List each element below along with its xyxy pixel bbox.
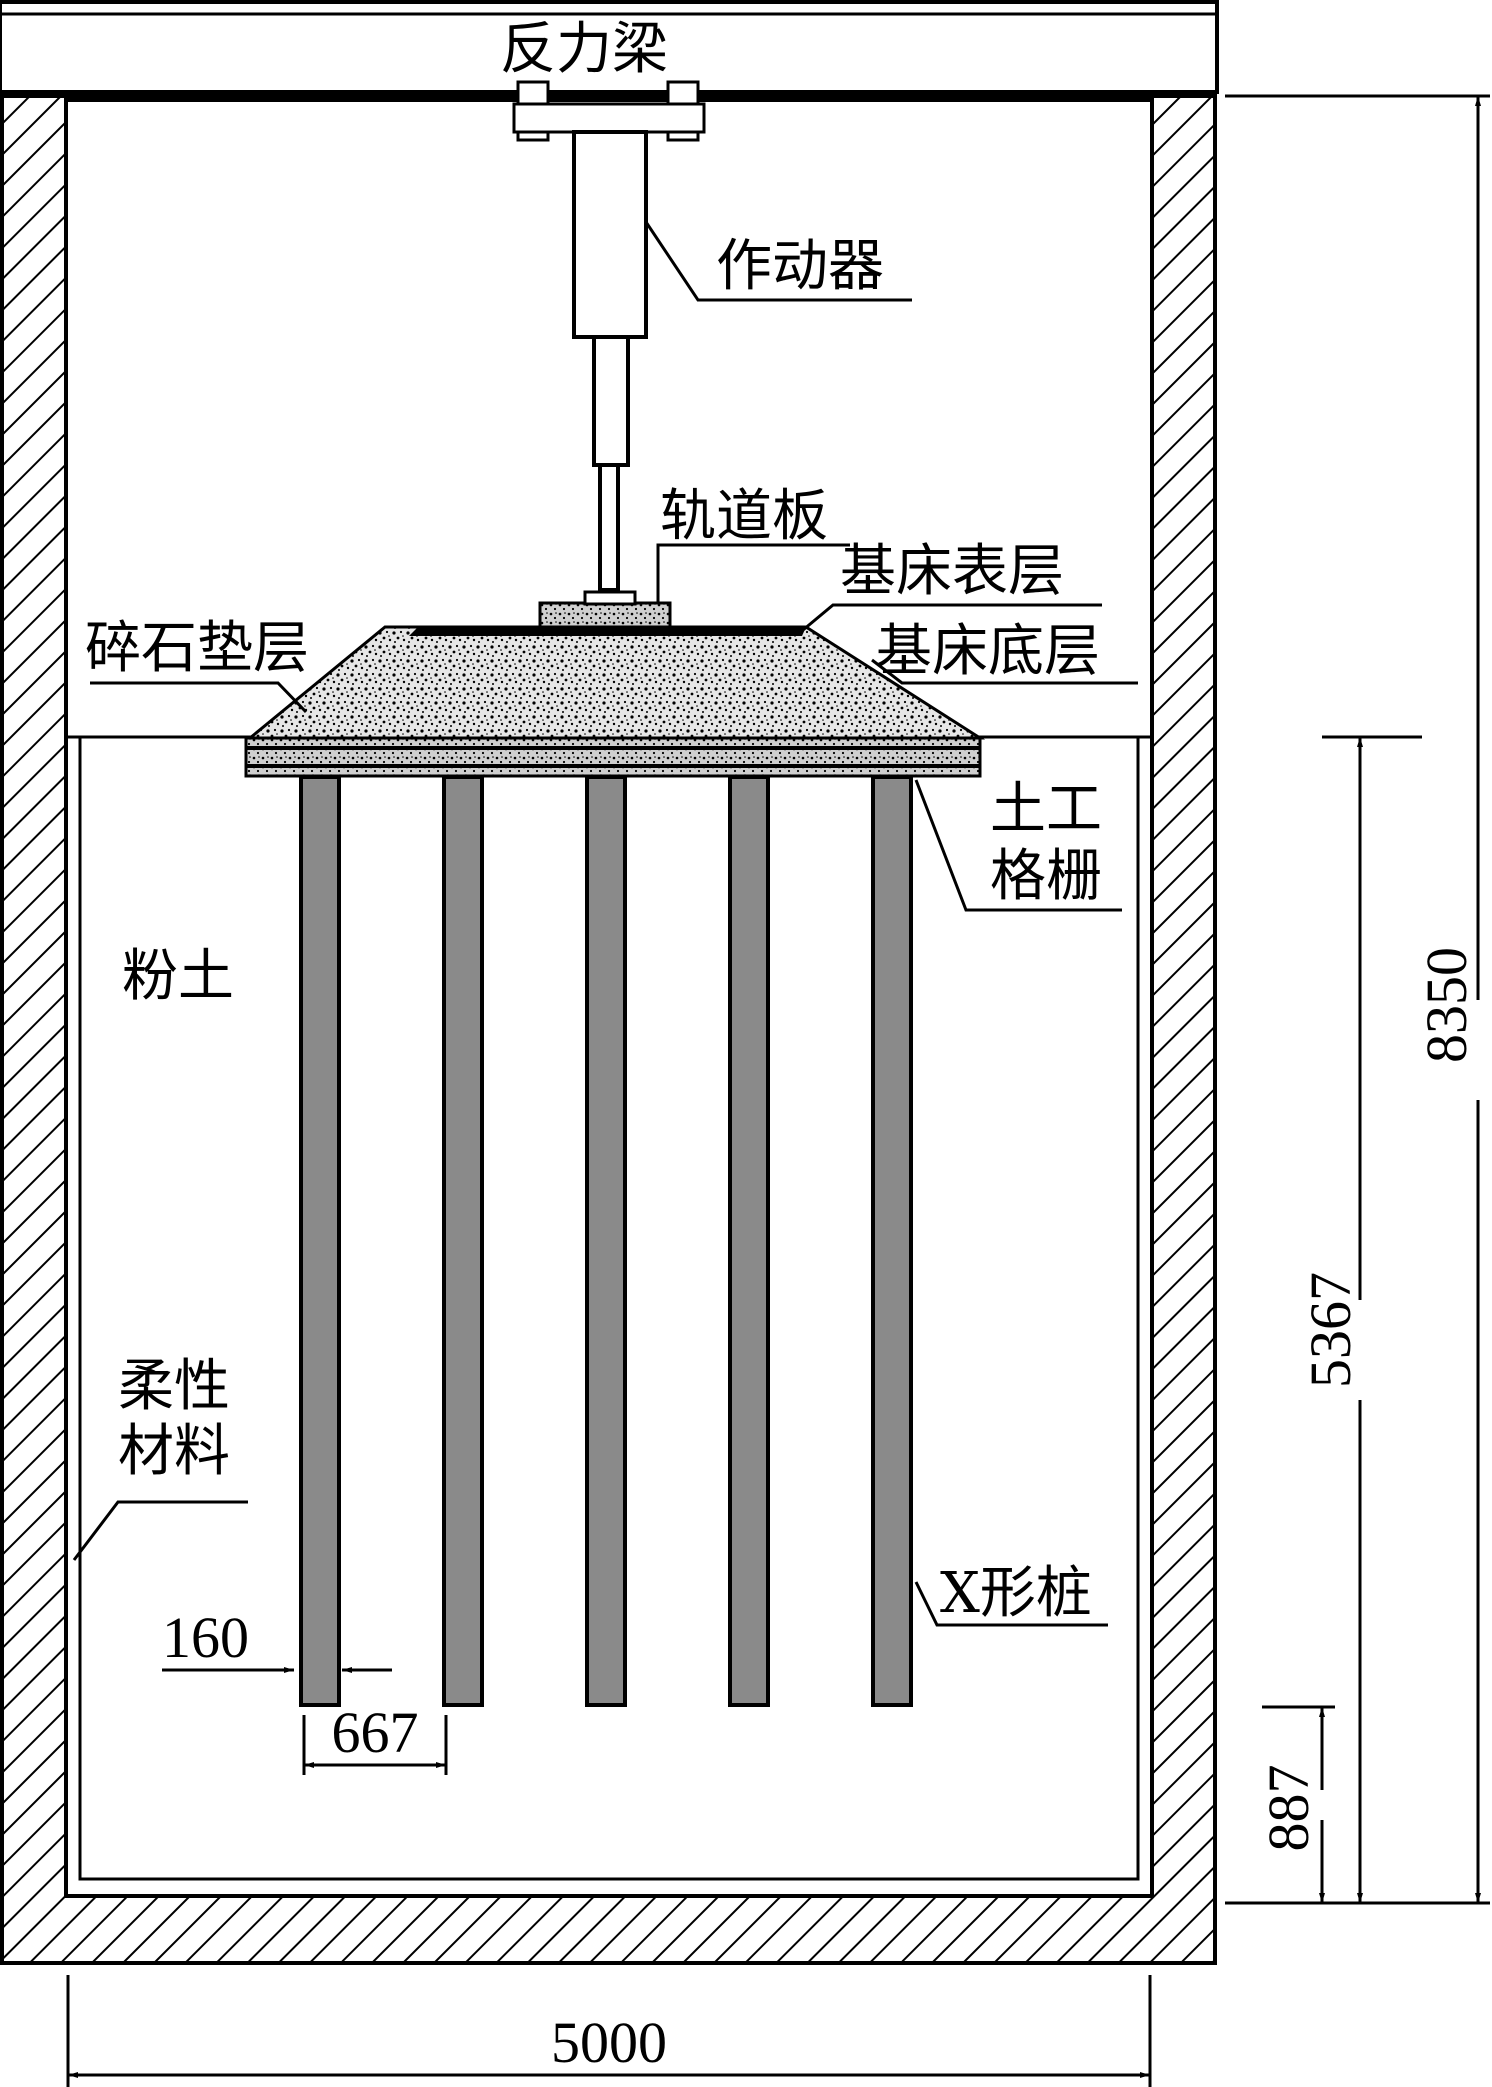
box-width-dimension — [66, 1975, 1152, 2087]
total-height-value: 8350 — [1414, 947, 1479, 1063]
actuator-leader — [644, 221, 912, 302]
reaction-beam — [0, 0, 1219, 94]
flexible-material-leader — [72, 1500, 248, 1561]
pile-width-value: 160 — [162, 1605, 249, 1670]
x-pile — [728, 775, 770, 1707]
actuator — [512, 80, 706, 592]
box-width-value: 5000 — [551, 2010, 667, 2075]
subgrade-bottom-label: 基床底层 — [876, 619, 1100, 684]
x-piles — [299, 775, 913, 1707]
subgrade-surface-label: 基床表层 — [840, 539, 1064, 604]
track-slab-leader — [656, 543, 850, 603]
right-dimension-lines — [1225, 94, 1490, 1905]
gravel-cushion-leader — [90, 681, 308, 714]
pile-tip-clearance-value: 887 — [1256, 1765, 1321, 1852]
gravel-cushion — [244, 736, 982, 778]
x-pile-leader — [914, 1581, 1108, 1627]
x-pile — [442, 775, 484, 1707]
track-slab — [538, 601, 672, 629]
flexible-material-label-line1: 柔性 — [118, 1354, 230, 1419]
soil-depth-value: 5367 — [1298, 1272, 1363, 1388]
subgrade-surface-leader — [802, 603, 1102, 632]
geogrid-label-line2: 格栅 — [990, 844, 1102, 909]
pile-spacing-value: 667 — [332, 1700, 419, 1765]
pile-spacing-dimension — [302, 1715, 448, 1775]
actuator-label: 作动器 — [716, 234, 884, 299]
subgrade-bottom-leader — [871, 658, 1138, 685]
geogrid-label-line1: 土工 — [990, 777, 1102, 842]
reaction-beam-label: 反力梁 — [500, 17, 668, 82]
gravel-cushion-label: 碎石垫层 — [85, 616, 309, 681]
flexible-material-label-line2: 材料 — [118, 1419, 230, 1484]
silt-label: 粉土 — [122, 944, 234, 1009]
x-pile — [585, 775, 627, 1707]
subgrade-surface-layer — [409, 627, 806, 636]
geogrid-leader — [914, 779, 1122, 912]
x-pile — [871, 775, 913, 1707]
loading-plate — [583, 590, 637, 606]
x-pile — [299, 775, 341, 1707]
x-pile-label: X形桩 — [940, 1561, 1092, 1626]
track-slab-label: 轨道板 — [660, 484, 828, 549]
